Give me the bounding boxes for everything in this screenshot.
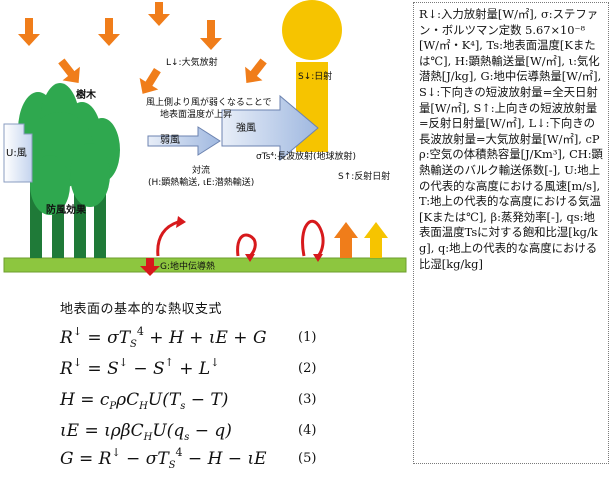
reflected-up-arrow xyxy=(364,222,388,258)
equation-1: R↓ = σTS4 + H + ιE + G (1) xyxy=(60,325,400,358)
convection-arrowhead xyxy=(176,216,186,228)
equation-formula: G = R↓ − σTS4 − H − ιE xyxy=(60,446,267,471)
atmos-radiation-label: L↓:大気放射 xyxy=(166,58,218,68)
longwave-label: σTs⁴:長波放射(地球放射) xyxy=(256,152,357,162)
down-arrow-icon xyxy=(245,58,267,84)
down-arrow-icon xyxy=(58,58,80,84)
wind-u-label: U:風 xyxy=(6,148,27,159)
equation-4: ιE = ιρβCHU(qs − q) (4) xyxy=(60,421,400,451)
convection-detail-label: (H:顕熱輸送, ιE:潜熱輸送) xyxy=(148,178,255,188)
trees xyxy=(18,83,120,258)
weak-wind-arrow xyxy=(147,126,221,156)
convection-arrowhead xyxy=(313,254,323,262)
ground-surface xyxy=(3,257,407,273)
equation-formula: R↓ = S↓ − S↑ + L↓ xyxy=(60,356,220,379)
wind-u-box xyxy=(3,123,33,183)
tree-label: 樹木 xyxy=(76,90,96,101)
atmos-radiation-arrows xyxy=(18,2,267,94)
longwave-up-arrow xyxy=(334,222,358,258)
equation-number: (1) xyxy=(298,330,317,345)
down-arrow-icon xyxy=(148,2,170,26)
equation-formula: R↓ = σTS4 + H + ιE + G xyxy=(60,325,267,350)
equation-caption: 地表面の基本的な熱収支式 xyxy=(60,302,223,317)
equation-number: (5) xyxy=(298,451,317,466)
down-arrow-icon xyxy=(200,20,222,50)
down-arrow-icon xyxy=(139,68,161,94)
down-arrow-icon xyxy=(98,18,120,46)
convection-arrows xyxy=(156,219,325,258)
equation-number: (4) xyxy=(298,423,317,438)
equation-number: (2) xyxy=(298,361,317,376)
strong-wind-arrow xyxy=(221,94,319,162)
weak-wind-label: 弱風 xyxy=(160,135,180,146)
windbreak-label: 防風効果 xyxy=(46,205,86,216)
variable-legend: R↓:入力放射量[W/㎡], σ:ステファン・ボルツマン定数 5.67×10⁻⁸… xyxy=(413,2,609,464)
ground-heat-down-arrow xyxy=(140,258,160,276)
reflected-label: S↑:反射日射 xyxy=(338,172,391,182)
down-arrow-icon xyxy=(18,18,40,46)
strong-wind-label: 強風 xyxy=(236,123,256,134)
ground-heat-label: G:地中伝導熱 xyxy=(160,262,216,272)
diagram-canvas xyxy=(3,0,407,276)
equation-5: G = R↓ − σTS4 − H − ιE (5) xyxy=(60,446,400,479)
heat-balance-diagram: L↓:大気放射 S↓:日射 樹木 U:風 風上側より風が弱くなることで 地表面温… xyxy=(0,0,410,285)
solar-label: S↓:日射 xyxy=(298,72,333,82)
equation-formula: ιE = ιρβCHU(qs − q) xyxy=(60,421,232,443)
convection-arrowhead xyxy=(245,254,255,262)
wind-note-line2: 地表面温度が上昇 xyxy=(160,110,233,120)
wind-note-line1: 風上側より風が弱くなることで xyxy=(146,98,272,108)
sun-icon xyxy=(282,0,342,60)
convection-label: 対流 xyxy=(192,166,211,176)
equation-formula: H = cPρCHU(Ts − T) xyxy=(60,390,229,412)
equation-number: (3) xyxy=(298,392,317,407)
equation-2: R↓ = S↓ − S↑ + L↓ (2) xyxy=(60,356,400,389)
equation-3: H = cPρCHU(Ts − T) (3) xyxy=(60,390,400,420)
